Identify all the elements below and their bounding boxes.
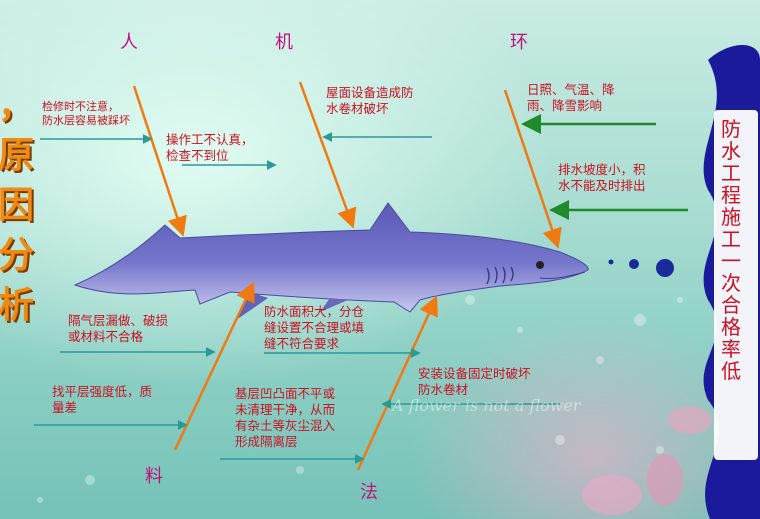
category-machine: 机: [275, 32, 293, 53]
cause-mat-2: 找平层强度低，质 量差: [52, 384, 153, 415]
cause-env-1: 日照、气温、降 雨、降雪影响: [527, 82, 615, 113]
bone-environment: [503, 89, 562, 249]
cause-man-1: 检修时不注意， 防水层容易被踩坏: [42, 100, 130, 127]
left-title: ，原因分析: [0, 84, 34, 326]
watermark: A flower is not a flower: [392, 396, 581, 415]
cause-man-2: 操作工不认真， 检查不到位: [166, 132, 254, 163]
category-man: 人: [120, 32, 138, 53]
cause-method-2: 基层凹凸面不平或 未清理干净，从而 有杂土等灰尘混入 形成隔离层: [235, 386, 336, 449]
effect-title: 防水工程施工一次合格率低: [721, 117, 741, 383]
bone-method: [356, 295, 438, 471]
cause-env-2: 排水坡度小，积 水不能及时排出: [558, 162, 646, 193]
bone-man: [132, 85, 187, 237]
mouth-bubbles: [608, 259, 674, 277]
cause-mat-1: 隔气层漏做、破损 或材料不合格: [68, 313, 169, 344]
category-environment: 环: [510, 32, 528, 53]
cause-machine-1: 屋面设备造成防 水卷材破坏: [326, 85, 414, 116]
bone-material: [173, 281, 255, 451]
cause-method-3: 安装设备固定时破坏 防水卷材: [418, 366, 531, 397]
category-material: 料: [145, 466, 163, 487]
cause-method-1: 防水面积大，分仓 缝设置不合理或填 缝不符合要求: [264, 304, 365, 351]
bubbles: [37, 295, 683, 503]
flower-decoration: [582, 406, 712, 515]
category-method: 法: [360, 482, 378, 503]
bone-machine: [298, 81, 357, 229]
effect-panel-inner: [714, 110, 758, 460]
shark: [73, 202, 589, 320]
